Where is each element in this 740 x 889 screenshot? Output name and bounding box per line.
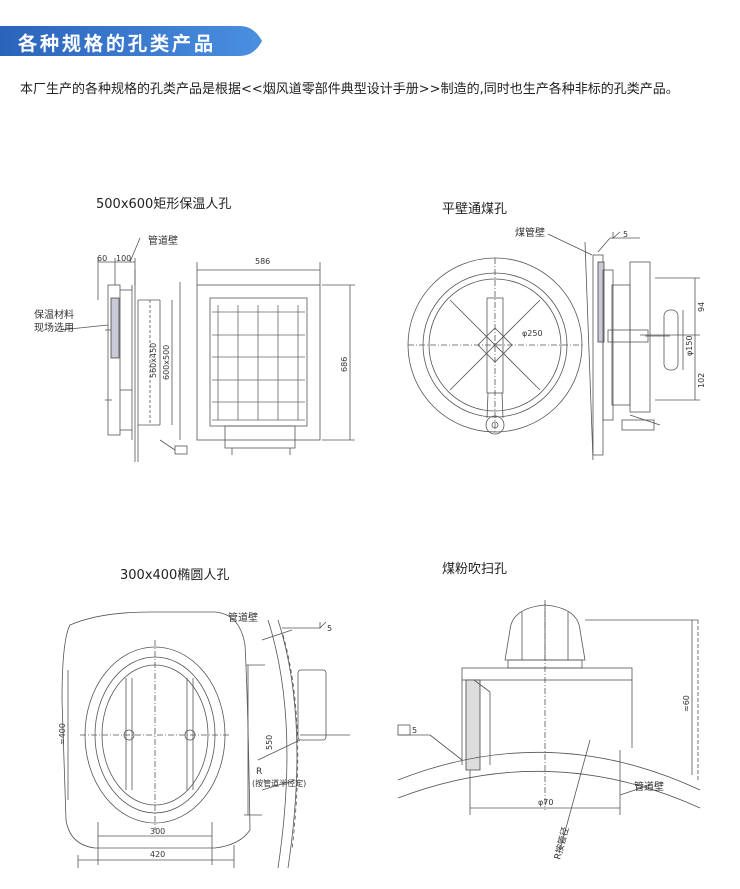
dim-686: 686: [340, 357, 349, 372]
dim-approx-60: ≈60: [682, 695, 691, 712]
fig1-wall-label: 管道壁: [148, 234, 178, 247]
fig3-r-note: (按管道半径定): [252, 778, 306, 788]
dim-94: 94: [697, 302, 706, 312]
fig2-caption: 平壁通煤孔: [442, 202, 508, 217]
dim-550: 550: [265, 735, 274, 750]
fig4-drawing: [397, 600, 701, 851]
dim-420: 420: [150, 850, 165, 859]
dim-approx-400: ≈400: [58, 723, 67, 745]
fig3-caption: 300x400椭圆人孔: [120, 568, 230, 583]
fig2-wall-label: 煤管壁: [515, 226, 545, 239]
fig3-weld: 5: [327, 624, 332, 633]
dim-600x500: 600x500: [162, 345, 171, 380]
fig3-r-label: R: [256, 767, 262, 777]
insulation-label-2: 现场选用: [34, 321, 74, 334]
dim-phi250: φ250: [522, 329, 543, 338]
dim-586: 586: [255, 257, 270, 266]
fig3-wall-label: 管道壁: [228, 611, 258, 624]
dim-phi150: φ150: [685, 335, 694, 356]
page-title: 各种规格的孔类产品: [18, 33, 217, 55]
fig4-weld: 5: [412, 726, 417, 735]
fig4-wall-label: 管道壁: [634, 780, 664, 793]
dim-60: 60: [97, 254, 107, 263]
fig3-drawing: [61, 611, 350, 869]
insulation-label-1: 保温材料: [34, 308, 74, 321]
fig1-caption: 500x600矩形保温人孔: [96, 197, 232, 212]
fig4-r-label: R按管径: [551, 826, 571, 861]
intro-text: 本厂生产的各种规格的孔类产品是根据<<烟风道零部件典型设计手册>>制造的,同时也…: [20, 82, 679, 97]
dim-560x450: 560x450: [149, 343, 158, 378]
dim-phi70: φ70: [538, 798, 553, 807]
dim-102: 102: [697, 373, 706, 388]
header-banner: [0, 26, 262, 56]
fig4-caption: 煤粉吹扫孔: [442, 562, 508, 577]
fig2-drawing: [407, 231, 700, 461]
dim-100: 100: [116, 254, 131, 263]
dim-300: 300: [150, 827, 165, 836]
fig1-drawing: [59, 237, 355, 462]
fig2-weld: 5: [623, 230, 628, 239]
